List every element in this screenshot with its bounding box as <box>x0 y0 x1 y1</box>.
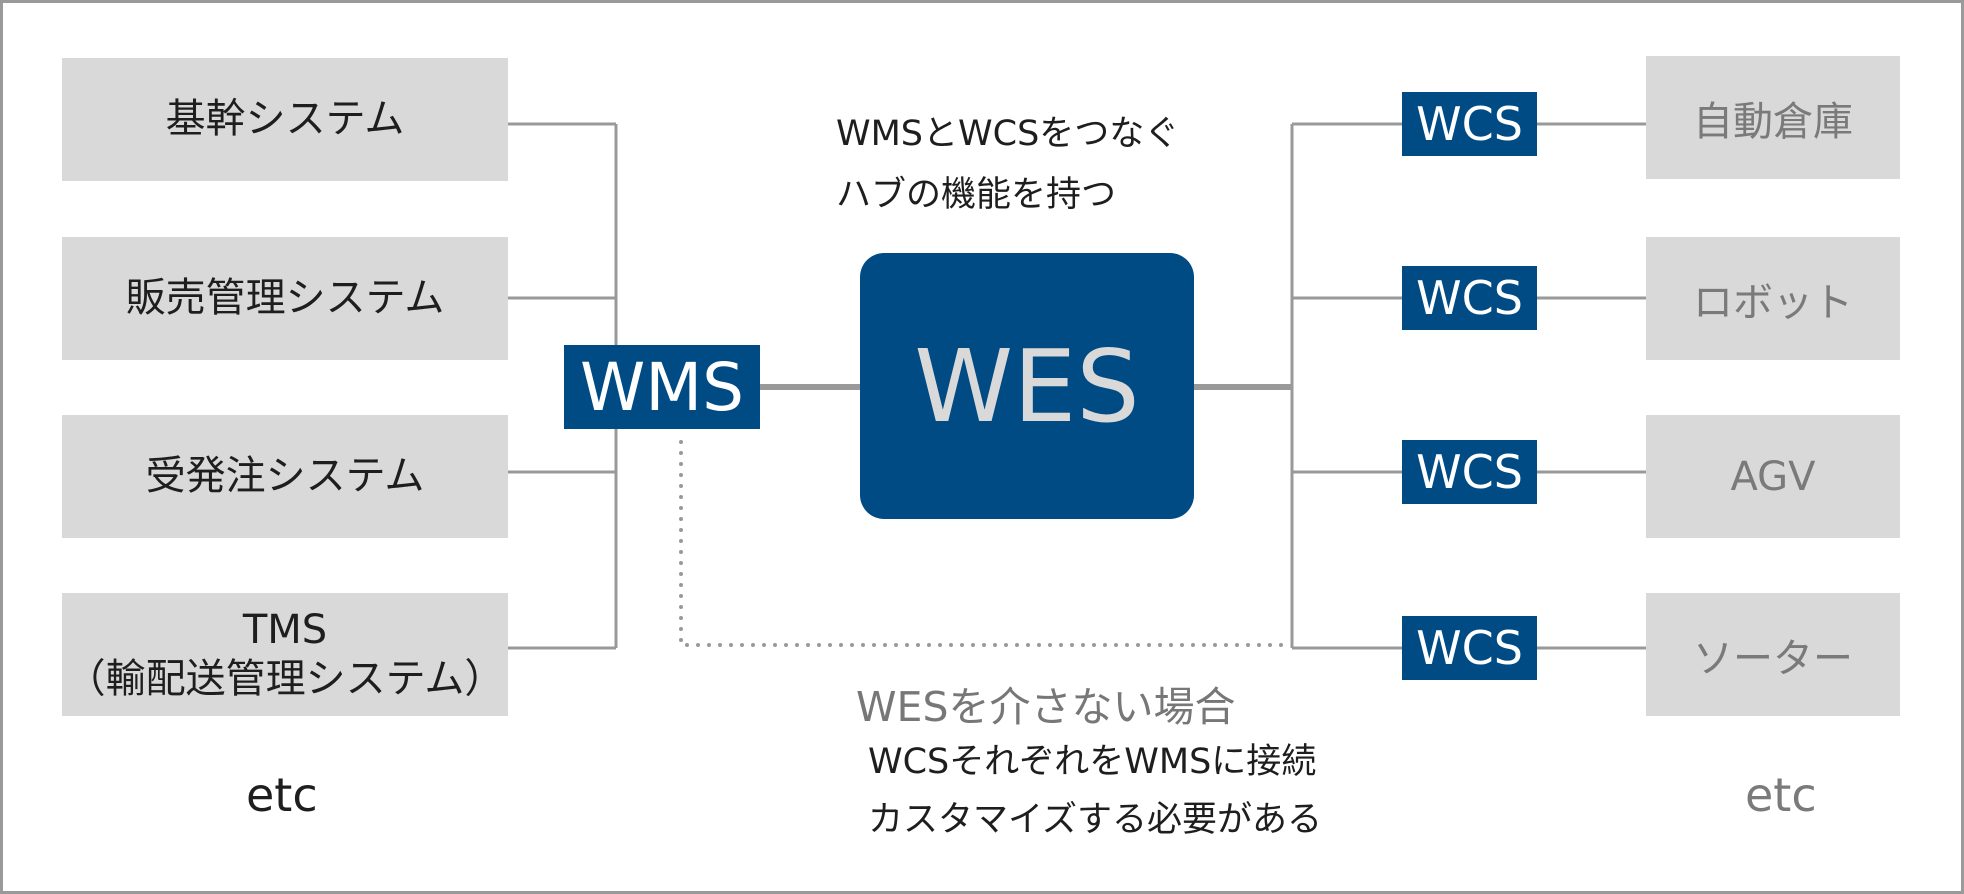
wcs-tag-3: WCS <box>1402 440 1537 504</box>
device-box-automated-warehouse: 自動倉庫 <box>1646 56 1900 179</box>
system-label-tms: TMS （輸配送管理システム） <box>65 606 505 702</box>
system-box-core: 基幹システム <box>62 58 508 181</box>
system-box-sales: 販売管理システム <box>62 237 508 360</box>
without-wes-body: WCSそれぞれをWMSに接続 カスタマイズする必要がある <box>868 742 1322 840</box>
system-label-ordering: 受発注システム <box>145 453 425 500</box>
wcs-label: WCS <box>1416 97 1523 151</box>
hub-caption: WMSとWCSをつなぐ ハブの機能を持つ <box>836 114 1180 215</box>
system-box-ordering: 受発注システム <box>62 415 508 538</box>
device-label-automated-warehouse: 自動倉庫 <box>1693 98 1853 145</box>
left-etc-label: etc <box>246 768 318 822</box>
system-label-core: 基幹システム <box>165 96 405 143</box>
wes-hub: WES <box>860 253 1194 519</box>
system-box-tms: TMS （輸配送管理システム） <box>62 593 508 716</box>
dotted-bypass-path <box>679 440 1292 647</box>
wcs-tag-1: WCS <box>1402 92 1537 156</box>
right-etc-label: etc <box>1745 768 1817 822</box>
wms-tag: WMS <box>564 345 760 429</box>
device-label-agv: AGV <box>1730 453 1816 500</box>
wcs-tag-4: WCS <box>1402 616 1537 680</box>
device-label-robot: ロボット <box>1693 279 1853 326</box>
wes-label: WES <box>914 327 1140 445</box>
system-label-sales: 販売管理システム <box>125 275 445 322</box>
wcs-label: WCS <box>1416 621 1523 675</box>
wms-label: WMS <box>579 348 745 426</box>
without-wes-title: WESを介さない場合 <box>856 683 1236 731</box>
device-box-agv: AGV <box>1646 415 1900 538</box>
device-box-sorter: ソーター <box>1646 593 1900 716</box>
wcs-label: WCS <box>1416 271 1523 325</box>
device-box-robot: ロボット <box>1646 237 1900 360</box>
wcs-tag-2: WCS <box>1402 266 1537 330</box>
device-label-sorter: ソーター <box>1693 635 1853 682</box>
wcs-label: WCS <box>1416 445 1523 499</box>
